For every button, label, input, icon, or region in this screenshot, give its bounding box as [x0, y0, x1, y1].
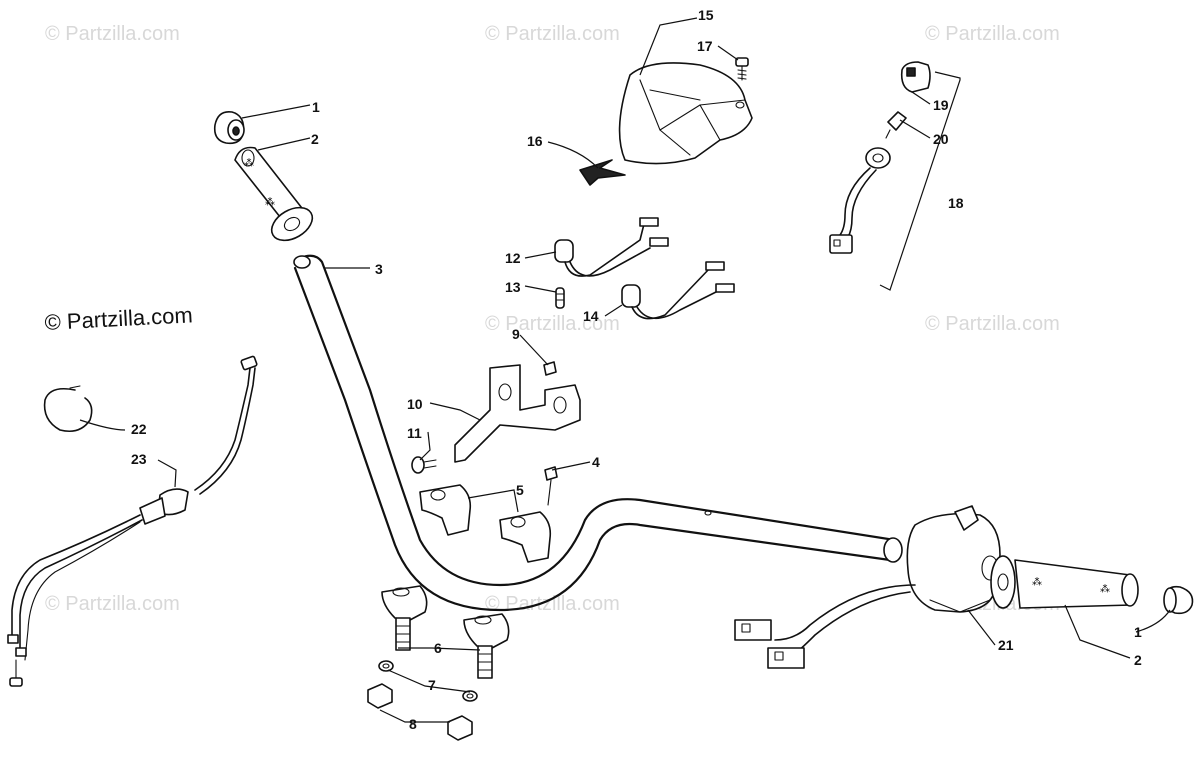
rivet[interactable]	[411, 456, 437, 474]
callout-1: 1	[312, 99, 320, 115]
handlebar-cover[interactable]	[618, 62, 753, 165]
callout-2: 2	[1134, 652, 1142, 668]
callout-16: 16	[527, 133, 543, 149]
connector-13[interactable]	[555, 287, 565, 309]
upper-clamp[interactable]	[419, 484, 472, 536]
control-housing[interactable]	[734, 505, 1001, 669]
callout-1: 1	[1134, 624, 1142, 640]
callout-4: 4	[592, 454, 600, 470]
washer[interactable]	[378, 660, 394, 672]
callout-11: 11	[407, 425, 422, 441]
cover-screw[interactable]	[735, 57, 749, 81]
callout-3: 3	[375, 261, 383, 277]
clamp-bolt[interactable]	[544, 466, 558, 506]
nut[interactable]	[367, 683, 393, 709]
watermark: © Partzilla.com	[44, 302, 193, 335]
callout-13: 13	[505, 279, 521, 295]
upper-clamp[interactable]	[499, 511, 552, 563]
decal[interactable]	[579, 159, 626, 186]
watermark: © Partzilla.com	[925, 313, 1060, 335]
callout-19: 19	[933, 97, 949, 113]
callout-22: 22	[131, 421, 147, 437]
callout-10: 10	[407, 396, 423, 412]
grip-pattern-icon: ⁂	[1100, 583, 1110, 595]
watermark: © Partzilla.com	[485, 313, 620, 335]
grip-right[interactable]: ⁂ ⁂	[990, 555, 1139, 609]
riser[interactable]	[463, 613, 510, 679]
callout-14: 14	[583, 308, 599, 324]
watermark: © Partzilla.com	[45, 23, 180, 45]
bracket-18	[879, 71, 961, 291]
riser[interactable]	[381, 585, 428, 651]
nut[interactable]	[447, 715, 473, 741]
callout-6: 6	[434, 640, 442, 656]
grip-pattern-icon: ⁂	[244, 157, 254, 169]
watermark: © Partzilla.com	[925, 23, 1060, 45]
bar-end-cap-left[interactable]	[213, 110, 245, 145]
callout-5: 5	[516, 482, 524, 498]
callout-23: 23	[131, 451, 147, 467]
callout-9: 9	[512, 326, 520, 342]
bar-end-cap-right[interactable]	[1163, 585, 1194, 615]
ignition-key-cap[interactable]	[900, 61, 931, 93]
callout-8: 8	[409, 716, 417, 732]
mount-bracket[interactable]	[454, 364, 581, 463]
grip-pattern-icon: ⁂	[265, 196, 275, 208]
leader-lines	[79, 17, 1171, 723]
grip-left[interactable]: ⁂ ⁂	[234, 146, 318, 248]
callout-15: 15	[698, 7, 714, 23]
callout-18: 18	[948, 195, 964, 211]
watermark: © Partzilla.com	[45, 593, 180, 615]
watermark: © Partzilla.com	[485, 23, 620, 45]
callout-7: 7	[428, 677, 436, 693]
callout-12: 12	[505, 250, 521, 266]
callout-20: 20	[933, 131, 949, 147]
switch-14[interactable]	[621, 261, 735, 320]
throttle-cable[interactable]	[7, 355, 258, 687]
retaining-clip[interactable]	[43, 385, 93, 433]
callout-21: 21	[998, 637, 1014, 653]
switch-12[interactable]	[554, 217, 669, 277]
callout-2: 2	[311, 131, 319, 147]
grip-pattern-icon: ⁂	[1032, 576, 1042, 588]
ignition-key[interactable]	[885, 111, 907, 139]
callout-17: 17	[697, 38, 713, 54]
washer[interactable]	[462, 690, 478, 702]
ignition-switch[interactable]	[829, 147, 891, 254]
handlebar[interactable]	[293, 254, 903, 612]
watermark: © Partzilla.com	[485, 593, 620, 615]
bracket-bolt[interactable]	[543, 361, 557, 376]
